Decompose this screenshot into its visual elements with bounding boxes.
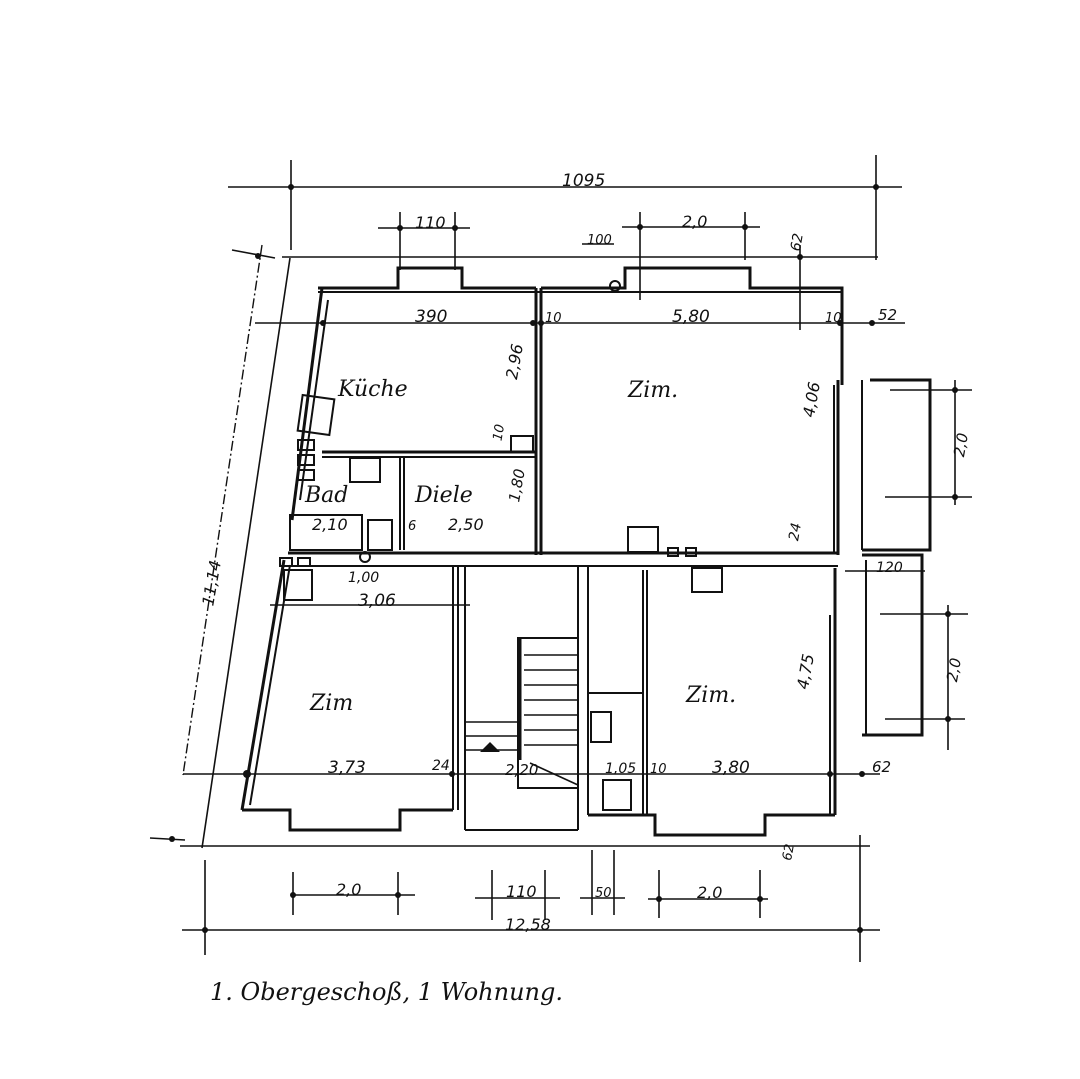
stair-direction-arrow-icon [480,742,500,752]
dim-bottom-door: 110 [506,882,537,901]
dim-diele-depth: 1,80 [505,467,529,503]
room-labels: Küche Zim. Bad Diele Zim Zim. [304,377,736,716]
dim-zimmer-ne-width: 5,80 [672,307,710,327]
room-label-diele: Diele [414,483,473,508]
dim-wall-10-b: 10 [825,311,842,326]
dim-top-window-left: 110 [415,213,446,232]
room-label-zimmer-sw: Zim [309,691,353,716]
dim-pantry-width: 1,05 [605,761,636,777]
dim-kueche-depth: 2,96 [502,342,527,380]
room-label-kueche: Küche [337,377,408,402]
staircase [465,637,579,789]
dim-zimmer-sw-width: 3,73 [328,758,366,778]
dim-zimmer-ne-depth: 4,06 [799,380,824,418]
dim-top-right-offset: 62 [788,232,807,252]
dim-diele-width: 2,50 [448,515,484,534]
dim-balcony-width: 120 [876,560,903,576]
dim-bottom-right-offset: 62 [780,843,798,862]
dim-bad-width: 2,10 [312,515,348,534]
dim-right-offset-52: 52 [878,306,897,324]
room-label-zimmer-ne: Zim. [627,378,678,403]
dim-left-overall: 11,14 [198,559,225,607]
dim-door-100: 1,00 [348,570,379,586]
dim-top-pier: 100 [587,233,612,248]
dim-zimmer-se-width: 3,80 [712,758,750,778]
dim-bottom-window-left: 2,0 [336,880,361,899]
dim-zimmer-se-depth: 4,75 [793,652,818,690]
room-label-zimmer-se: Zim. [685,683,736,708]
dim-wall-10-c: 10 [491,423,509,442]
dim-right-window-upper: 2,0 [950,432,972,459]
dim-bottom-window-right: 2,0 [697,883,722,902]
dim-right-window-lower: 2,0 [943,657,965,684]
dim-wall-24-a: 24 [786,522,805,542]
dim-bottom-overall: 12,58 [505,915,551,934]
dim-wall-6: 6 [408,519,416,534]
dim-kueche-width: 390 [415,307,447,327]
fixtures [279,280,723,811]
room-label-bad: Bad [304,483,348,508]
dim-zimmer-sw-depth: 3,06 [358,591,396,611]
dim-wall-10-a: 10 [545,311,562,326]
dim-right-offset-62: 62 [872,758,891,776]
dim-top-overall: 1095 [562,171,605,191]
dim-top-window-right: 2,0 [682,212,707,231]
dim-bottom-window-small: 50 [595,886,612,901]
dimension-lines [149,155,972,962]
dim-wall-10-d: 10 [650,762,667,777]
drawing-title: 1. Obergeschoß, 1 Wohnung. [210,978,563,1006]
walls [240,266,932,837]
dim-stair-width: 2,20 [505,761,538,779]
dim-wall-24-b: 24 [432,758,450,774]
